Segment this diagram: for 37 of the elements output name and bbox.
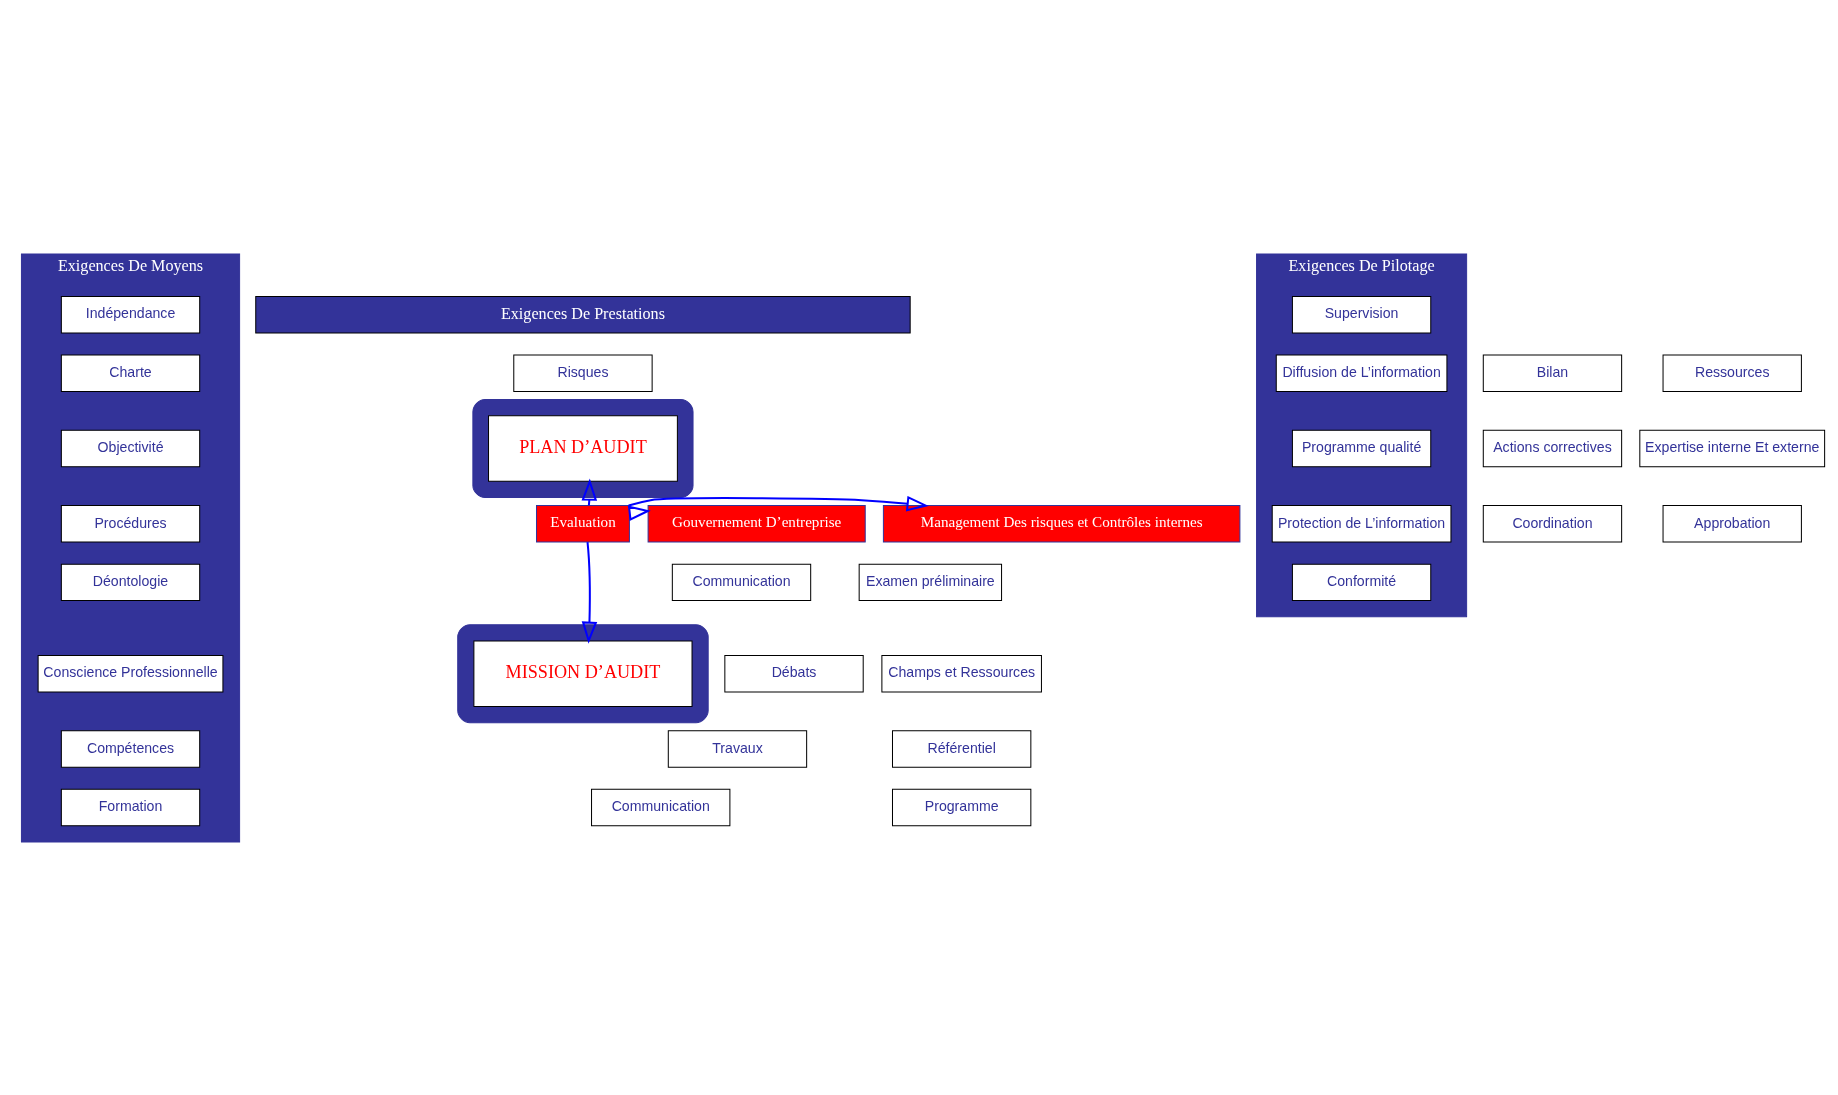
node-box: Programme [892,788,1032,826]
node-box: Charte [60,354,201,392]
node-box: Protection de L’information [1271,504,1452,542]
node-box: Travaux [667,729,808,768]
node-box: Programme qualité [1291,429,1432,467]
cluster [457,623,709,723]
node-box: Diffusion de L’information [1275,354,1448,392]
node-box: Approbation [1662,504,1802,542]
node-box: Ressources [1662,354,1802,392]
node-box: Exigences De Prestations [255,295,911,333]
node-box: Coordination [1482,504,1623,542]
node-box: Examen préliminaire [858,563,1003,601]
node-box: MISSION D’AUDIT [473,639,693,707]
node-box: Conformité [1291,563,1432,601]
node-box: Communication [671,563,812,601]
node-box: Expertise interne Et externe [1639,429,1826,467]
node-box: Indépendance [60,295,201,333]
node-box: Communication [591,788,731,826]
node-box: Déontologie [60,563,201,601]
node-box: Procédures [60,504,201,542]
node-box: Champs et Ressources [881,654,1042,692]
node-box: Compétences [60,729,201,768]
arrow [581,541,598,644]
node-box: Formation [60,788,201,826]
cluster [472,398,694,498]
node-box: Gouvernement D’entreprise [647,504,866,542]
node-box: Objectivité [60,429,201,467]
node-box: Actions correctives [1482,429,1623,467]
node-box: Management Des risques et Contrôles internes [882,504,1241,542]
node-box: Référentiel [892,729,1032,768]
node-box: Supervision [1291,295,1432,333]
node-box: PLAN D’AUDIT [488,414,678,482]
node-box: Bilan [1482,354,1623,392]
node-box: Risques [513,354,653,392]
node-box: Débats [724,654,864,692]
arrow [628,495,929,511]
node-box: Conscience Professionnelle [37,654,224,692]
